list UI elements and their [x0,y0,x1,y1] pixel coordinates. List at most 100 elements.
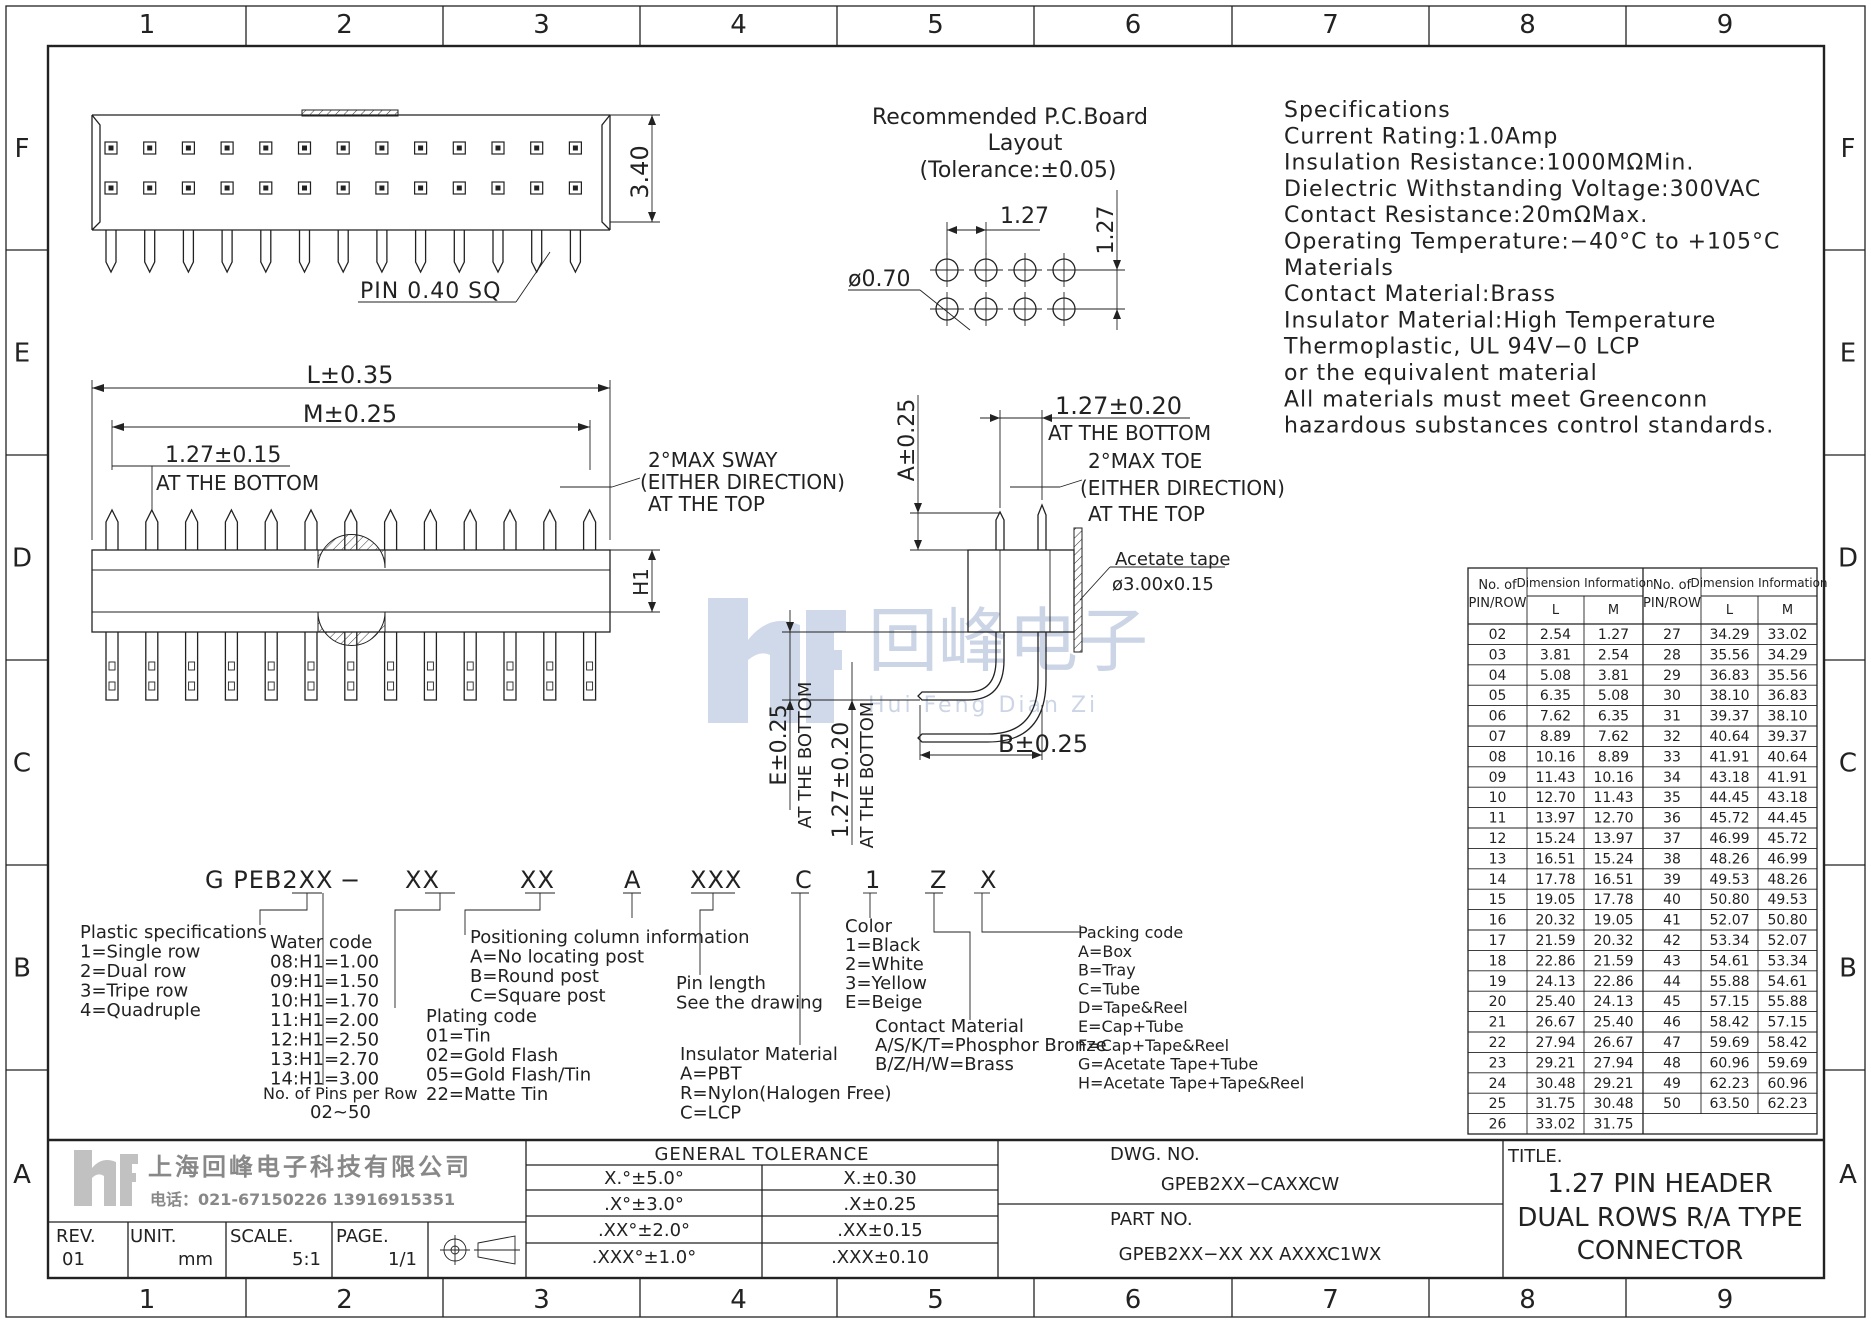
table-cell: 24.13 [1535,974,1575,990]
pin-upper [543,508,557,550]
table-cell: 40 [1663,892,1681,908]
dim-L: L±0.35 [307,361,394,389]
table-cell: 35 [1663,790,1681,806]
column-label-bottom: 9 [1717,1285,1734,1315]
plating-code-line: Plating code [426,1006,537,1027]
table-cell: 33.02 [1535,1117,1575,1133]
scale-value: 5:1 [292,1249,321,1270]
water-code-line: 12:H1=2.50 [270,1030,379,1051]
table-cell: 17.78 [1593,892,1633,908]
pin-lower [145,632,159,701]
toe-note-1: 2°MAX TOE [1088,449,1202,473]
table-cell: 19.05 [1535,892,1575,908]
spec-line: Current Rating:1.0Amp [1284,124,1558,149]
pin-upper [582,508,597,550]
table-cell: 29.21 [1593,1076,1633,1092]
tolerance-linear: X.±0.30 [843,1168,916,1189]
table-cell: 3.81 [1540,647,1571,663]
table-cell: 20.32 [1593,933,1633,949]
part-code-segment: X [980,866,997,894]
front-view: L±0.35 M±0.25 1.27±0.15 AT THE BOTTOM 2°… [91,361,845,701]
row-label-right: A [1839,1160,1857,1190]
dim-E-note: AT THE BOTTOM [795,682,816,829]
pin-square-core [108,145,114,151]
positioning-line: Positioning column information [470,927,750,948]
pin-lower-mark [307,681,315,691]
table-cell: 08 [1489,749,1507,765]
pcb-pitch-v: 1.27 [1094,206,1119,255]
table-cell: 33.02 [1767,627,1807,643]
table-cell: 15.24 [1535,831,1575,847]
pin-lower-mark [506,661,514,671]
table-cell: 2.54 [1540,627,1571,643]
table-cell: 11 [1489,811,1507,827]
pin-lead [337,230,349,274]
table-cell: 49.53 [1767,892,1807,908]
tolerance-linear: .XXX±0.10 [831,1247,929,1268]
pin-square-core [224,145,230,151]
positioning-line: A=No locating post [470,947,644,968]
color-line: 2=White [845,954,924,975]
table-cell: 50.80 [1709,892,1749,908]
table-cell: 14 [1489,872,1507,888]
table-cell: 54.61 [1709,953,1749,969]
pin-square-core [456,145,462,151]
table-cell: 30.48 [1593,1096,1633,1112]
pin-square-core [147,145,153,151]
part-code-segment: XX [520,866,555,894]
pcb-hole-dim: ø0.70 [848,267,910,292]
table-cell: 60.96 [1709,1055,1749,1071]
row-label-left: A [13,1160,31,1190]
pin-square-core [572,145,578,151]
table-cell: 6.35 [1598,709,1629,725]
column-label-bottom: 3 [533,1285,550,1315]
column-label-bottom: 8 [1519,1285,1536,1315]
table-head-L: L [1726,603,1734,618]
column-label-bottom: 1 [139,1285,156,1315]
title-label: TITLE. [1507,1146,1562,1167]
dim-A: A±0.25 [895,399,920,481]
plastic-spec-line: Plastic specifications [80,922,267,943]
table-cell: 16.51 [1535,851,1575,867]
spec-line: Materials [1284,256,1394,281]
table-cell: 25.40 [1593,1015,1633,1031]
table-cell: 5.08 [1598,688,1629,704]
packing-code-line: H=Acetate Tape+Tape&Reel [1078,1073,1304,1092]
packing-code-line: A=Box [1078,942,1132,961]
watermark-cn: 回峰电子 [868,600,1148,682]
water-code-line: 10:H1=1.70 [270,991,379,1012]
row-label-right: F [1841,134,1856,164]
watermark-pinyin: Hui Feng Dian Zi [868,693,1098,718]
row-label-left: C [13,749,31,779]
table-cell: 26 [1489,1117,1507,1133]
table-cell: 1.27 [1598,627,1629,643]
packing-code-line: C=Tube [1078,979,1140,998]
table-cell: 12 [1489,831,1507,847]
pin-lead [260,230,272,274]
water-code-line: 11:H1=2.00 [270,1010,379,1031]
part-number: GPEB2XX−XX XX AXXXC1WX [1119,1244,1382,1265]
spec-line: Specifications [1284,98,1451,123]
pin-square-core [456,185,462,191]
insulator-line: R=Nylon(Halogen Free) [680,1083,892,1104]
table-cell: 10.16 [1593,770,1633,786]
column-label-bottom: 4 [730,1285,747,1315]
table-cell: 13.97 [1593,831,1633,847]
table-cell: 24 [1489,1076,1507,1092]
column-label-top: 1 [139,10,156,40]
pin-lead [414,230,427,274]
plastic-spec-line: 2=Dual row [80,961,186,982]
table-cell: 57.15 [1767,1015,1807,1031]
pin-lower-mark [267,661,275,671]
pin-upper [184,508,199,550]
pin-lead [453,230,465,274]
pin-length-line: See the drawing [676,993,823,1014]
pin-upper [264,508,278,550]
scale-label: SCALE. [230,1226,293,1247]
table-cell: 42 [1663,933,1681,949]
table-cell: 55.88 [1709,974,1749,990]
table-cell: 18 [1489,953,1507,969]
spec-line: All materials must meet Greenconn [1284,387,1708,412]
tolerance-angle: X.°±5.0° [604,1168,684,1189]
